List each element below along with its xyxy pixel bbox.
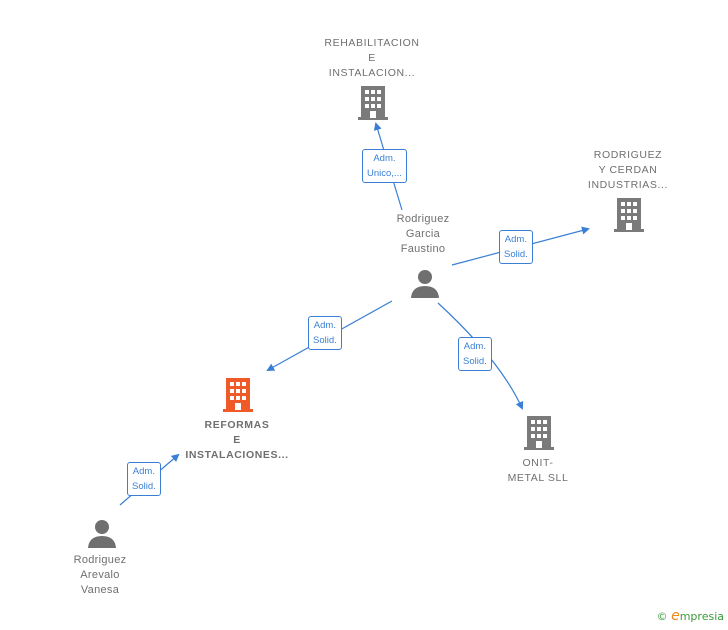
role-line: Solid.: [132, 481, 156, 492]
node-rodriguez-cerdan-label[interactable]: RODRIGUEZ Y CERDAN INDUSTRIAS...: [588, 148, 668, 193]
building-icon[interactable]: [358, 86, 388, 120]
brand-name: mpresia: [679, 610, 724, 623]
edge-role-label[interactable]: Adm. Unico,...: [362, 149, 407, 183]
edge-role-label[interactable]: Adm. Solid.: [499, 230, 533, 264]
brand-watermark: © empresia: [657, 608, 724, 624]
node-label-line: REHABILITACION: [324, 37, 420, 49]
node-label-line: Y CERDAN: [598, 164, 658, 176]
role-line: Adm.: [373, 153, 396, 164]
role-line: Unico,...: [367, 168, 402, 179]
building-icon[interactable]: [614, 198, 644, 232]
role-line: Solid.: [313, 335, 337, 346]
person-icon[interactable]: [410, 268, 440, 298]
role-line: Adm.: [504, 234, 527, 245]
role-line: Adm.: [132, 466, 155, 477]
node-label-line: ONIT-: [522, 457, 554, 469]
building-icon[interactable]: [524, 416, 554, 450]
node-label-line: E: [368, 52, 376, 64]
brand-initial: e: [671, 608, 680, 624]
role-line: Solid.: [463, 356, 487, 367]
node-reformas-label[interactable]: REFORMAS E INSTALACIONES...: [185, 418, 288, 463]
node-label-line: Arevalo: [80, 569, 120, 581]
role-line: Solid.: [504, 249, 528, 260]
node-label-line: Faustino: [400, 243, 446, 255]
node-rehabilitacion-label[interactable]: REHABILITACION E INSTALACION...: [324, 36, 419, 81]
edge-role-label[interactable]: Adm. Solid.: [458, 337, 492, 371]
node-label-line: Rodriguez: [73, 554, 127, 566]
person-icon[interactable]: [87, 518, 117, 548]
node-label-line: Garcia: [405, 228, 441, 240]
node-label-line: METAL SLL: [507, 472, 569, 484]
node-label-line: E: [233, 434, 241, 446]
node-label-line: RODRIGUEZ: [593, 149, 663, 161]
role-line: Adm.: [313, 320, 336, 331]
node-rodriguez-garcia-label[interactable]: Rodriguez Garcia Faustino: [397, 212, 450, 257]
building-icon[interactable]: [223, 378, 253, 412]
node-label-line: REFORMAS: [204, 419, 270, 431]
node-rodriguez-arevalo-label[interactable]: Rodriguez Arevalo Vanesa: [74, 553, 127, 598]
edge-role-label[interactable]: Adm. Solid.: [127, 462, 161, 496]
copyright-symbol: ©: [656, 610, 668, 623]
node-label-line: INDUSTRIAS...: [587, 179, 669, 191]
edge-role-label[interactable]: Adm. Solid.: [308, 316, 342, 350]
node-label-line: Rodriguez: [396, 213, 450, 225]
node-onit-metal-label[interactable]: ONIT- METAL SLL: [508, 456, 569, 486]
node-label-line: Vanesa: [80, 584, 120, 596]
role-line: Adm.: [463, 341, 486, 352]
node-label-line: INSTALACION...: [328, 67, 416, 79]
node-label-line: INSTALACIONES...: [185, 449, 289, 461]
